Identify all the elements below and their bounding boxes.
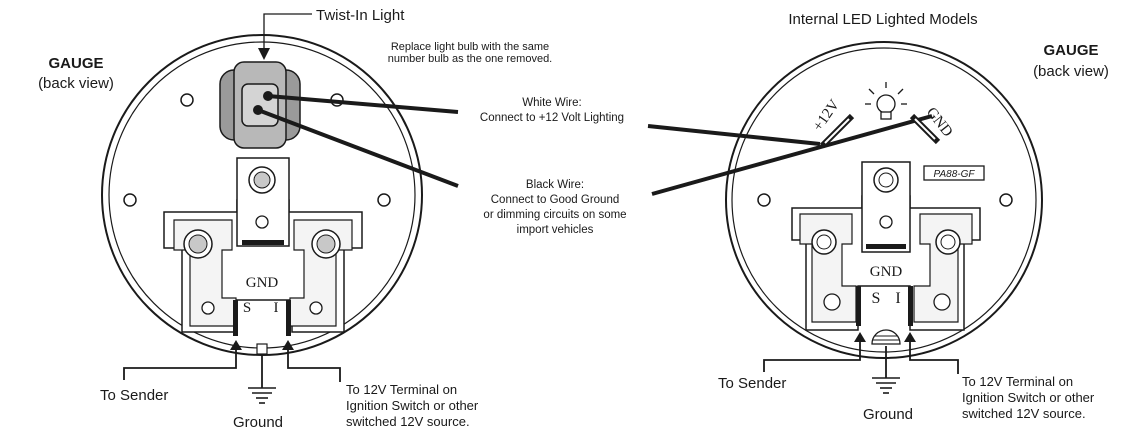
- black-wire-desc-1: Connect to Good Ground: [491, 194, 620, 206]
- right-terminal-block: [791, 161, 981, 345]
- left-12v-lead: [287, 346, 341, 382]
- right-12v-arrow-icon: [904, 332, 916, 342]
- right-12v-line2: Ignition Switch or other: [962, 390, 1095, 405]
- left-ground-icon: [248, 387, 276, 404]
- left-12v-arrow-icon: [282, 340, 294, 350]
- left-sender-lead: [123, 346, 237, 380]
- twist-in-light-arrow-icon: [258, 48, 270, 60]
- left-terminal-gnd: GND: [246, 275, 279, 291]
- right-12v-lead: [909, 338, 959, 374]
- black-wire-desc-2: or dimming circuits on some: [483, 209, 626, 221]
- right-sender-arrow-icon: [854, 332, 866, 342]
- right-to-sender: To Sender: [718, 375, 786, 392]
- gnd-connector: [909, 113, 941, 145]
- twist-in-light-leader: [263, 13, 312, 50]
- left-gauge-title: GAUGE: [48, 55, 103, 72]
- left-sender-arrow-icon: [230, 340, 242, 350]
- twist-in-light-label: Twist-In Light: [316, 7, 405, 24]
- right-header: Internal LED Lighted Models: [788, 11, 977, 28]
- white-wire-desc: Connect to +12 Volt Lighting: [480, 112, 624, 124]
- left-mount-hole-bottom-left: [123, 193, 137, 207]
- right-terminal-s: S: [872, 290, 881, 307]
- twist-in-light-icon: [219, 61, 301, 149]
- left-gauge-subtitle: (back view): [38, 75, 114, 92]
- left-12v-line2: Ignition Switch or other: [346, 398, 479, 413]
- right-12v-line1: To 12V Terminal on: [962, 374, 1073, 389]
- bulb-note-line2: number bulb as the one removed.: [388, 53, 553, 65]
- left-to-sender: To Sender: [100, 387, 168, 404]
- plus12v-connector: [819, 113, 855, 149]
- left-mount-hole-left: [180, 93, 194, 107]
- black-wire-desc-3: import vehicles: [517, 224, 594, 236]
- bulb-note-line1: Replace light bulb with the same: [391, 41, 549, 53]
- left-terminal-block: [163, 157, 363, 355]
- part-number-label: PA88-GF: [934, 169, 976, 180]
- right-gauge-rim: [731, 47, 1037, 353]
- right-mount-hole-left: [757, 193, 771, 207]
- left-12v-line3: switched 12V source.: [346, 414, 470, 429]
- black-wire-right: [651, 114, 933, 196]
- white-wire-left: [267, 94, 459, 114]
- right-terminal-i: I: [895, 290, 900, 307]
- left-terminal-i: I: [274, 300, 279, 316]
- left-mount-hole-bottom-right: [377, 193, 391, 207]
- led-lightbulb-icon: [865, 82, 907, 120]
- black-wire-left: [257, 108, 459, 188]
- right-gauge-title: GAUGE: [1043, 42, 1098, 59]
- right-sender-lead: [763, 338, 861, 372]
- right-ground-label: Ground: [863, 406, 913, 423]
- left-ground-label: Ground: [233, 414, 283, 429]
- right-gauge-subtitle: (back view): [1033, 63, 1109, 80]
- right-12v-line3: switched 12V source.: [962, 406, 1086, 421]
- left-12v-line1: To 12V Terminal on: [346, 382, 457, 397]
- right-ground-icon: [872, 377, 900, 394]
- right-gauge: +12V GND PA88-GF: [647, 41, 1043, 394]
- left-terminal-s: S: [243, 300, 251, 316]
- white-wire-right: [647, 124, 821, 146]
- white-wire-title: White Wire:: [522, 97, 581, 109]
- right-terminal-gnd: GND: [870, 264, 903, 280]
- part-number-tag: [923, 165, 985, 181]
- left-gauge: GND S I: [101, 13, 459, 404]
- black-wire-title: Black Wire:: [526, 179, 584, 191]
- right-mount-hole-right: [999, 193, 1013, 207]
